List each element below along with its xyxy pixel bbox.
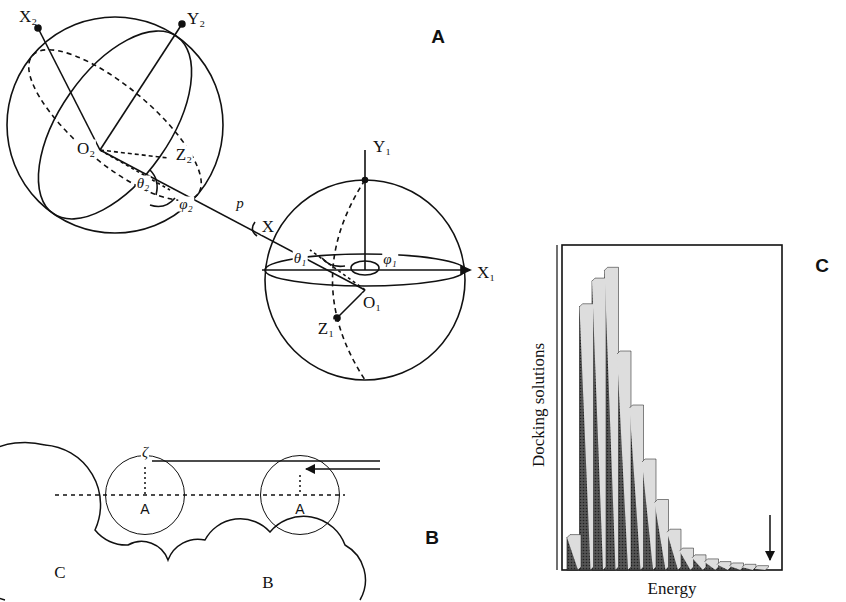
bar-shade	[742, 564, 756, 570]
circle-label: A	[295, 502, 304, 516]
axis-label: X₂	[18, 8, 38, 25]
bar-shade	[580, 304, 594, 570]
bar-shade	[630, 405, 644, 570]
angle-label: θ₂	[136, 176, 151, 191]
bar-shade	[642, 459, 656, 570]
bar-shade	[605, 267, 619, 570]
bar-shade	[592, 278, 606, 570]
bar-shade	[567, 535, 581, 570]
axis-title: Docking solutions	[530, 342, 547, 468]
axis-label: Y₁	[372, 138, 392, 155]
angle-label: φ₂	[178, 197, 194, 212]
angle-label: θ₁	[293, 251, 308, 266]
angle-label: φ₁	[382, 252, 398, 267]
sphere-two	[7, 5, 223, 245]
distance-label: ζ	[141, 445, 149, 460]
region-label: C	[53, 564, 66, 581]
axis-label: X	[261, 218, 275, 235]
panel-b-art	[0, 442, 380, 600]
circle-label: A	[140, 502, 149, 516]
axis-title: Energy	[647, 580, 698, 597]
circle-node: A	[260, 455, 340, 535]
bar-shade	[730, 563, 744, 570]
bar-shade	[717, 562, 731, 570]
bar-shade	[667, 529, 681, 570]
bar-shade	[617, 351, 631, 570]
bar-shade	[705, 559, 719, 570]
axis-label: Z₁	[317, 320, 335, 337]
point-label: O₁	[362, 294, 382, 311]
sphere-one	[262, 150, 470, 380]
distance-label: p	[235, 196, 245, 211]
bar-shade	[655, 500, 669, 571]
point-label: O₂	[76, 140, 96, 157]
bar-shade	[680, 548, 694, 570]
axis-label: Y₂	[186, 10, 206, 27]
distance-line	[100, 150, 365, 290]
axis-label: Z₂	[175, 146, 193, 163]
bar-shade	[692, 555, 706, 570]
bar-shade	[755, 566, 769, 570]
axis-label: X₁	[476, 264, 496, 281]
panel-letter: A	[430, 27, 446, 46]
rotation-mark	[252, 222, 257, 236]
panel-letter: C	[814, 256, 830, 275]
region-label: B	[261, 574, 274, 591]
histogram	[557, 245, 782, 570]
panel-letter: B	[424, 528, 440, 547]
circle-node: A	[105, 455, 185, 535]
